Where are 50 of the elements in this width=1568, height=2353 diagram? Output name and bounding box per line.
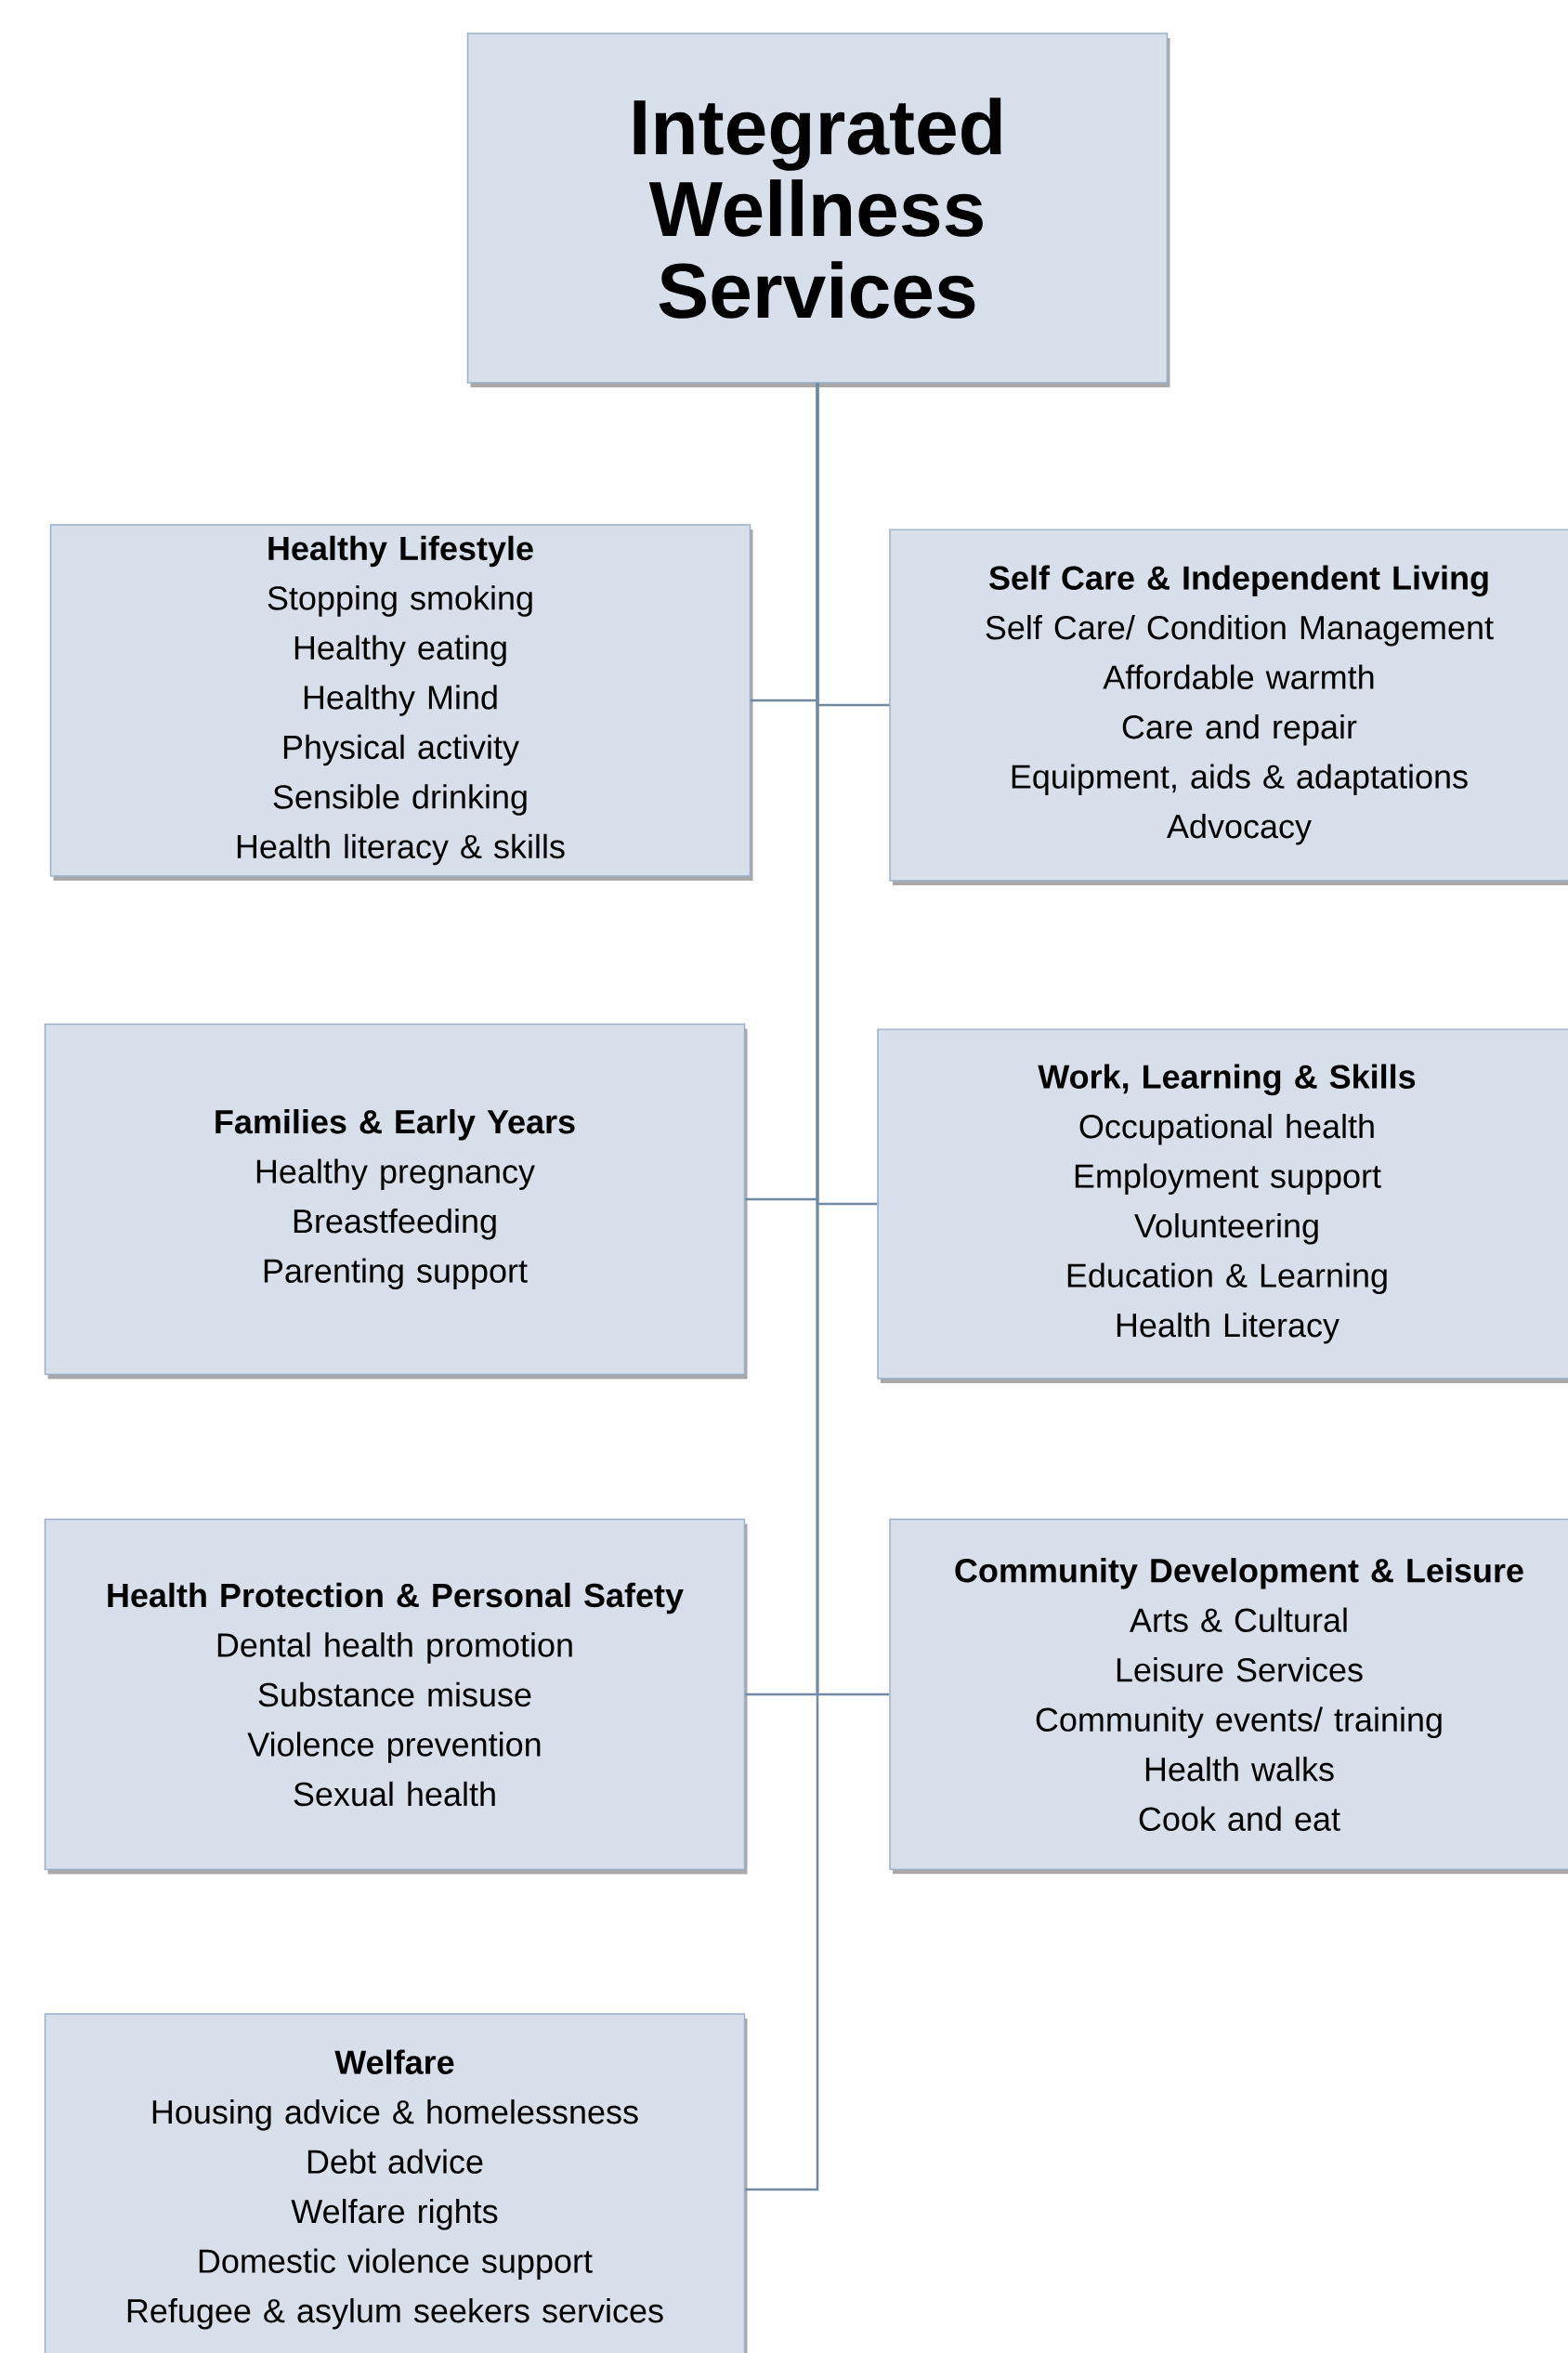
node-label: Volunteering <box>1134 1212 1318 1245</box>
node-label: Welfare <box>334 2049 454 2074</box>
node-label: Self Care & Independent Living <box>989 565 1488 597</box>
node-label: Integrated Wellness Services <box>634 98 1001 319</box>
node-label: Self Care/ Condition Management <box>986 614 1494 647</box>
node-label: Dental health promotion <box>217 1632 572 1664</box>
connector-line <box>745 383 819 2191</box>
node-label: Sensible drinking <box>273 784 527 816</box>
node-label: Advocacy <box>1167 813 1312 845</box>
node-label: Occupational health <box>1079 1113 1374 1145</box>
node-label: Families & Early Years <box>216 1108 575 1141</box>
node-label: Health literacy & skills <box>237 833 565 866</box>
node-label: Breastfeeding <box>294 1208 496 1240</box>
service-box <box>877 1028 1568 1379</box>
node-label: Education & Learning <box>1067 1262 1387 1295</box>
node-label: Housing advice & homelessness <box>152 2099 638 2131</box>
node-label: Health Protection & Personal Safety <box>108 1582 684 1614</box>
node-label: Debt advice <box>307 2149 483 2174</box>
node-label: Welfare rights <box>291 2199 498 2230</box>
node-label: Leisure Services <box>1117 1657 1363 1682</box>
node-label: Substance misuse <box>258 1681 531 1707</box>
service-box <box>44 1518 746 1871</box>
node-label: Health walks <box>1145 1757 1334 1782</box>
node-label: Refugee & asylum seekers services <box>127 2298 663 2330</box>
node-label: Sexual health <box>294 1781 495 1807</box>
node-label: Healthy Mind <box>304 685 497 716</box>
title-box <box>466 33 1169 384</box>
service-box <box>44 2013 746 2353</box>
node-label: Healthy pregnancy <box>256 1158 535 1191</box>
service-box <box>44 1023 746 1376</box>
node-label: Care and repair <box>1122 713 1357 746</box>
node-label: Stopping smoking <box>268 585 532 617</box>
node-label: Affordable warmth <box>1103 664 1374 689</box>
node-label: Healthy eating <box>294 634 506 667</box>
node-label: Physical activity <box>283 734 519 766</box>
service-box <box>889 529 1568 882</box>
node-label: Community events/ training <box>1036 1706 1442 1739</box>
node-label: Equipment, aids & adaptations <box>1012 764 1468 796</box>
node-label: Healthy Lifestyle <box>268 535 533 568</box>
node-label: Parenting support <box>264 1258 528 1290</box>
node-label: Health Literacy <box>1117 1312 1339 1344</box>
node-label: Employment support <box>1075 1163 1381 1196</box>
node-label: Violence prevention <box>247 1732 541 1763</box>
node-label: Arts & Cultural <box>1130 1607 1347 1632</box>
node-label: Work, Learning & Skills <box>1038 1064 1416 1096</box>
node-label: Domestic violence support <box>199 2248 593 2281</box>
service-box <box>889 1518 1568 1871</box>
service-box <box>49 524 751 877</box>
node-label: Cook and eat <box>1139 1806 1340 1831</box>
node-label: Community Development & Leisure <box>955 1558 1523 1589</box>
